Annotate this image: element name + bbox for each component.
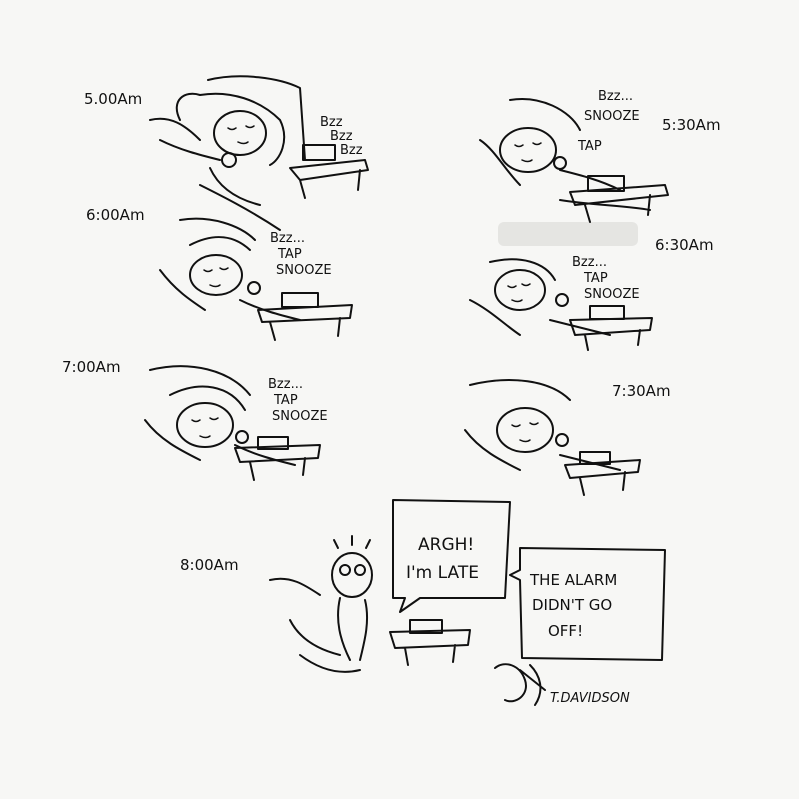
sound-text: Bzz...: [268, 377, 303, 392]
sound-text: Bzz...: [598, 89, 633, 104]
panel-5am: 5.00Am Bzz Bzz Bzz: [84, 75, 369, 231]
sound-text: Bzz...: [270, 231, 305, 246]
time-label: 8:00Am: [180, 556, 239, 574]
speech-line: OFF!: [548, 622, 583, 640]
sound-text: TAP: [577, 139, 602, 154]
signature: T.DAVIDSON: [494, 663, 630, 706]
time-label: 5.00Am: [84, 90, 142, 108]
panel-6am: 6:00Am Bzz... TAP SNOOZE: [86, 206, 353, 341]
speech-line: ARGH!: [418, 535, 474, 555]
sound-text: Bzz: [320, 115, 343, 130]
panel-630am: 6:30Am Bzz... TAP SNOOZE: [469, 236, 714, 351]
time-label: 7:00Am: [62, 358, 121, 376]
panel-730am: 7:30Am: [464, 379, 671, 496]
time-label: 5:30Am: [662, 116, 721, 134]
sound-text: SNOOZE: [272, 409, 328, 424]
time-label: 6:00Am: [86, 206, 145, 224]
sound-text: TAP: [273, 393, 298, 408]
sound-text: TAP: [583, 271, 608, 286]
speech-bubble: [392, 499, 511, 613]
sound-text: Bzz: [340, 143, 363, 158]
speech-line: DIDN'T GO: [532, 596, 612, 614]
speech-line: THE ALARM: [529, 571, 617, 589]
speech-line: I'm LATE: [406, 563, 479, 583]
sound-text: Bzz...: [572, 255, 607, 270]
paper-smudge: [498, 222, 638, 246]
sound-text: SNOOZE: [276, 263, 332, 278]
panel-530am: 5:30Am Bzz... SNOOZE TAP: [479, 89, 721, 223]
sound-text: TAP: [277, 247, 302, 262]
panel-7am: 7:00Am Bzz... TAP SNOOZE: [62, 358, 328, 481]
sound-text: Bzz: [330, 129, 353, 144]
time-label: 7:30Am: [612, 382, 671, 400]
panel-8am: 8:00Am ARGH! I'm LATE THE ALARM DIDN'T G…: [180, 499, 666, 673]
speech-bubble: [509, 547, 666, 661]
signature-text: T.DAVIDSON: [550, 691, 630, 706]
sound-text: SNOOZE: [584, 109, 640, 124]
sound-text: SNOOZE: [584, 287, 640, 302]
time-label: 6:30Am: [655, 236, 714, 254]
